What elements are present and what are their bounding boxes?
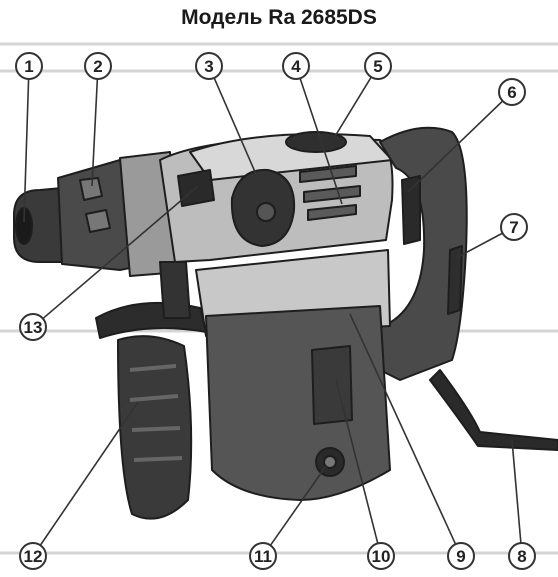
callout-10: 10 <box>335 379 395 570</box>
vent-slots <box>299 165 361 221</box>
callout-leader-13 <box>42 185 199 320</box>
callout-3: 3 <box>195 52 263 189</box>
callout-12: 12 <box>19 401 139 570</box>
callout-circle-12 <box>19 542 47 570</box>
callout-number-10: 10 <box>372 547 391 566</box>
callout-leader-2 <box>91 78 99 187</box>
callout-circle-9 <box>447 542 475 570</box>
callout-circle-5 <box>364 52 392 80</box>
callout-number-9: 9 <box>456 547 465 566</box>
power-cable <box>429 369 558 451</box>
callout-number-4: 4 <box>291 57 301 76</box>
callout-11: 11 <box>249 465 327 570</box>
callout-number-2: 2 <box>93 57 102 76</box>
callout-leader-8 <box>511 439 522 544</box>
callout-number-13: 13 <box>24 318 43 337</box>
callout-circle-13 <box>19 313 47 341</box>
callout-leader-10 <box>335 379 379 544</box>
callout-number-1: 1 <box>24 57 33 76</box>
motor-housing <box>205 305 391 501</box>
callout-leader-3 <box>213 77 263 189</box>
mode-selector-center <box>256 202 276 222</box>
callout-number-8: 8 <box>517 547 526 566</box>
callout-9: 9 <box>349 313 475 570</box>
callout-number-7: 7 <box>509 218 518 237</box>
callout-2: 2 <box>84 52 112 187</box>
callout-8: 8 <box>508 439 536 570</box>
callout-number-12: 12 <box>24 547 43 566</box>
callout-6: 6 <box>407 78 526 193</box>
callout-circle-10 <box>367 542 395 570</box>
brush-cap-inner <box>323 455 337 469</box>
callout-number-6: 6 <box>507 83 516 102</box>
callout-circle-6 <box>498 78 526 106</box>
callout-circle-2 <box>84 52 112 80</box>
callout-circle-3 <box>195 52 223 80</box>
top-cap <box>285 131 347 153</box>
diagram-title: Модель Ra 2685DS <box>181 6 377 29</box>
callout-leader-1 <box>23 78 30 223</box>
callout-leader-4 <box>299 78 343 205</box>
callout-number-5: 5 <box>373 57 382 76</box>
motor-side-panel <box>311 345 353 425</box>
aux-handle-ribs <box>129 364 183 462</box>
callout-number-3: 3 <box>204 57 213 76</box>
callout-circle-7 <box>500 213 528 241</box>
tool-body <box>13 126 558 520</box>
callout-circle-8 <box>508 542 536 570</box>
callout-7: 7 <box>455 213 528 259</box>
callout-leader-11 <box>269 465 327 546</box>
callout-1: 1 <box>15 52 43 223</box>
callout-circle-4 <box>282 52 310 80</box>
main-handle <box>359 126 468 381</box>
callout-13: 13 <box>19 185 199 341</box>
aux-handle-arm <box>159 261 191 319</box>
callout-number-11: 11 <box>254 547 272 566</box>
callout-leader-5 <box>333 76 372 139</box>
callout-leader-12 <box>39 401 139 546</box>
callout-leader-7 <box>455 232 503 259</box>
callout-5: 5 <box>333 52 392 139</box>
callout-leader-6 <box>407 100 504 193</box>
callout-4: 4 <box>282 52 343 205</box>
callout-leader-9 <box>349 313 457 545</box>
callout-circle-11 <box>249 542 277 570</box>
handle-grip-insert <box>447 245 463 315</box>
callout-circle-1 <box>15 52 43 80</box>
trigger <box>401 175 421 245</box>
